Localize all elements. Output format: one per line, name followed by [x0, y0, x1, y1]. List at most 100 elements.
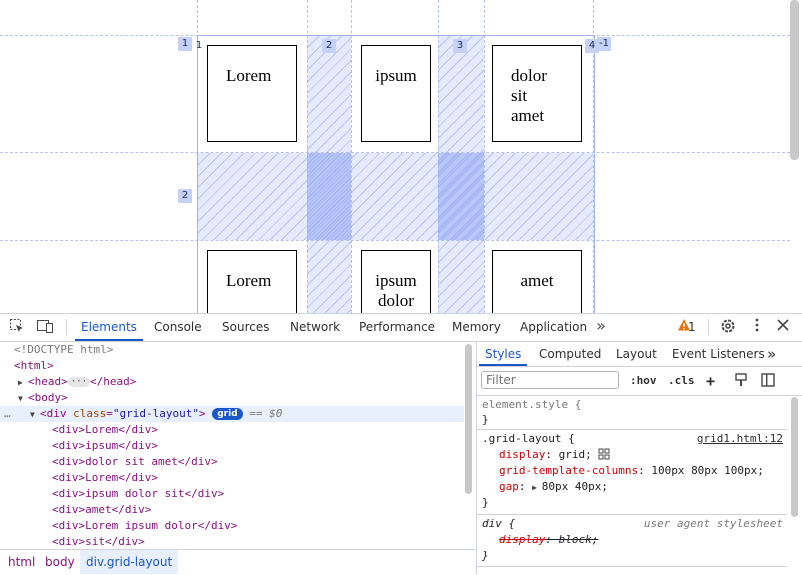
style-rule-user-agent-div: div { user agent stylesheet display: blo… [477, 516, 787, 564]
styles-scrollbar[interactable] [791, 397, 798, 517]
css-property-value: grid; [558, 448, 592, 461]
dom-child-node[interactable]: <div>dolor sit amet</div> [0, 454, 475, 470]
row-actions-ellipsis-icon[interactable]: … [4, 407, 11, 420]
collapsed-ellipsis-icon[interactable]: ··· [67, 377, 91, 387]
dom-child-node[interactable]: <div>Lorem ipsum dolor</div> [0, 518, 475, 534]
rule-selector[interactable]: .grid-layout { [482, 432, 575, 445]
styles-filter-input[interactable] [481, 371, 619, 389]
paint-brush-icon[interactable] [734, 373, 748, 389]
dom-node-head[interactable]: ▶<head>···</head> [0, 374, 475, 390]
dom-node-div-grid-layout[interactable]: …▼<div class="grid-layout"> grid == $0 [0, 406, 464, 422]
style-rule-grid-layout: .grid-layout { grid1.html:12 display: gr… [477, 431, 787, 511]
page-viewport: Lorem ipsum dolor sit amet Lorem ipsum d… [0, 0, 799, 313]
dom-child-node[interactable]: <div>ipsum</div> [0, 438, 475, 454]
grid-line-number-badge: 4 [585, 39, 599, 53]
breadcrumb-body[interactable]: body [45, 555, 75, 569]
styles-tabbar: Styles Computed Layout Event Listeners » [477, 342, 802, 367]
dom-child-node[interactable]: <div>amet</div> [0, 502, 475, 518]
sidebar-toggle-icon[interactable] [761, 373, 775, 389]
dom-node-doctype[interactable]: <!DOCTYPE html> [0, 342, 474, 358]
tab-elements[interactable]: Elements [75, 314, 143, 341]
expand-triangle-icon[interactable]: ▶ [532, 483, 542, 492]
tab-memory[interactable]: Memory [452, 320, 501, 334]
tab-sources[interactable]: Sources [222, 320, 270, 334]
dom-tree-scrollbar[interactable] [465, 344, 472, 494]
tab-performance[interactable]: Performance [359, 320, 436, 334]
column-gap-highlight [307, 36, 351, 313]
styles-pane: Styles Computed Layout Event Listeners »… [476, 342, 802, 574]
css-declaration[interactable]: gap: ▶ 80px 40px; [499, 480, 608, 493]
div-tag-open: <div [40, 407, 74, 420]
grid-line-number-badge: -1 [597, 37, 611, 51]
rule-selector[interactable]: element.style { [482, 398, 582, 411]
grid-guide-line [351, 0, 352, 313]
dom-child-node[interactable]: <div>Lorem</div> [0, 470, 475, 486]
grid-guide-line [593, 0, 594, 313]
tab-computed[interactable]: Computed [539, 347, 602, 361]
new-style-rule-icon[interactable]: + [706, 372, 716, 390]
tab-application[interactable]: Application [520, 320, 588, 334]
grid-guide-line [438, 0, 439, 313]
breadcrumb-div-grid-layout[interactable]: div.grid-layout [80, 550, 179, 574]
class-toggle[interactable]: .cls [668, 374, 695, 387]
grid-line-number-badge: 2 [322, 39, 336, 53]
hover-state-toggle[interactable]: :hov [630, 374, 657, 387]
dom-node-body[interactable]: ▼<body> [0, 390, 475, 406]
rule-source-label: user agent stylesheet [643, 517, 783, 530]
child-tag-text: <div>ipsum</div> [52, 439, 158, 452]
devtools-tabbar: Elements Console Sources Network Perform… [0, 314, 802, 342]
more-tabs-chevron-icon[interactable]: » [767, 345, 777, 363]
grid-line-number-badge: 1 [195, 40, 203, 51]
close-devtools-icon[interactable] [774, 318, 792, 336]
grid-editor-icon[interactable] [598, 448, 610, 465]
warning-count[interactable]: 1 [688, 320, 696, 334]
gap-intersection-highlight [438, 153, 484, 240]
warning-icon[interactable] [675, 318, 693, 336]
row-gap-highlight [198, 153, 593, 240]
grid-line-number-badge: 1 [178, 37, 192, 51]
more-options-kebab-icon[interactable] [748, 318, 766, 336]
expand-triangle-icon[interactable]: ▶ [18, 378, 23, 387]
settings-gear-icon[interactable] [719, 318, 737, 336]
child-tag-text: <div>Lorem</div> [52, 471, 158, 484]
more-tabs-chevron-icon[interactable]: » [596, 316, 606, 335]
tab-console[interactable]: Console [154, 320, 202, 334]
css-declaration[interactable]: display: grid; [499, 447, 610, 465]
tab-layout[interactable]: Layout [616, 347, 657, 361]
page-scrollbar[interactable] [790, 0, 799, 160]
tab-styles[interactable]: Styles [479, 342, 528, 366]
collapse-triangle-icon[interactable]: ▼ [30, 410, 35, 419]
grid-guide-line [484, 0, 485, 313]
grid-badge-toggle[interactable]: grid [212, 408, 243, 420]
child-tag-text: <div>sit</div> [52, 535, 145, 548]
rule-selector[interactable]: div { [482, 517, 516, 530]
css-property-name: gap [499, 480, 519, 493]
selected-node-ref: == $0 [249, 407, 283, 420]
dom-tree: <!DOCTYPE html> <html> ▶<head>···</head>… [0, 342, 475, 550]
rule-divider [477, 429, 787, 430]
grid-cell: amet [492, 250, 582, 313]
rule-source-link[interactable]: grid1.html:12 [696, 432, 783, 445]
css-declaration[interactable]: grid-template-columns: 100px 80px 100px; [499, 464, 764, 477]
inspect-element-icon[interactable] [8, 318, 26, 336]
child-tag-text: <div>ipsum dolor sit</div> [52, 487, 225, 500]
dom-child-node[interactable]: <div>sit</div> [0, 534, 475, 550]
device-toolbar-icon[interactable] [36, 318, 54, 336]
grid-guide-line [0, 152, 790, 153]
grid-cell: Lorem [207, 45, 297, 142]
css-property-name: display [499, 533, 546, 546]
rule-close-brace: } [482, 413, 489, 426]
css-property-name: display [499, 448, 546, 461]
css-declaration-overridden[interactable]: display: block; [499, 532, 598, 548]
tab-network[interactable]: Network [290, 320, 341, 334]
dom-node-html[interactable]: <html> [0, 358, 474, 374]
grid-guide-line [307, 0, 308, 313]
breadcrumb-html[interactable]: html [8, 555, 36, 569]
tab-event-listeners[interactable]: Event Listeners [672, 347, 765, 361]
collapse-triangle-icon[interactable]: ▼ [18, 394, 23, 403]
dom-child-node[interactable]: <div>ipsum dolor sit</div> [0, 486, 475, 502]
grid-cell: ipsum [361, 45, 431, 142]
child-tag-text: <div>Lorem ipsum dolor</div> [52, 519, 238, 532]
head-close-tag: </head> [90, 375, 137, 388]
dom-child-node[interactable]: <div>Lorem</div> [0, 422, 475, 438]
